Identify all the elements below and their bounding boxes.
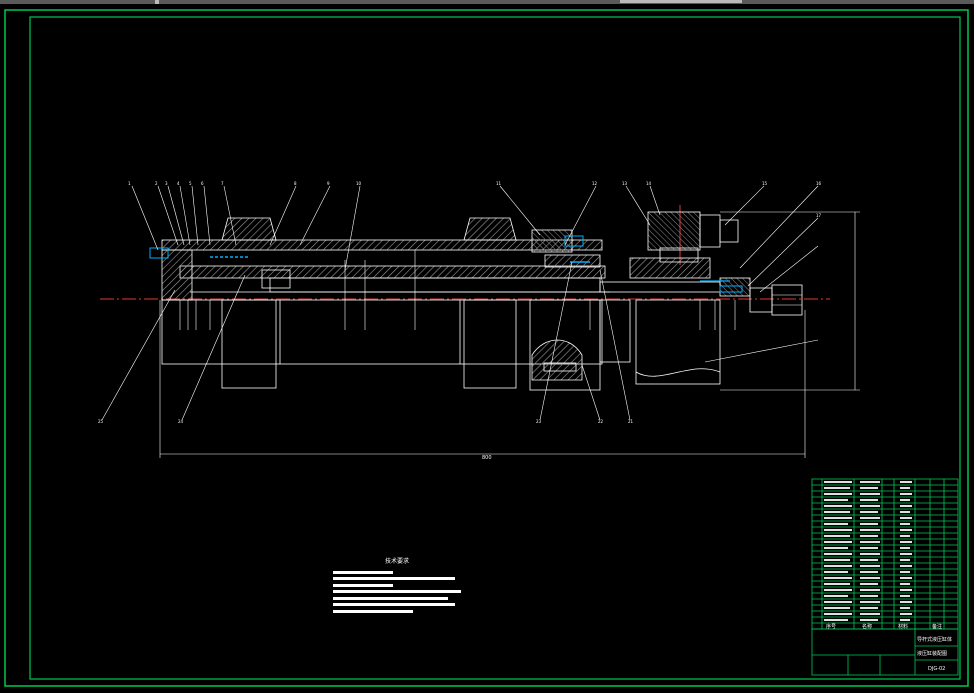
- inner-frame: [29, 16, 961, 680]
- callout-4: 4: [177, 181, 180, 186]
- toolbar-marker: [155, 0, 159, 4]
- technical-notes: [333, 571, 461, 613]
- dimension-lines: [159, 211, 860, 458]
- design-title: 导杆式液压缸体: [917, 636, 952, 643]
- callout-17: 17: [816, 213, 822, 218]
- outer-frame: [4, 9, 969, 687]
- callout-21: 21: [628, 419, 634, 424]
- callout-6: 6: [201, 181, 204, 186]
- bom-header-no: 序号: [826, 623, 836, 630]
- callout-16: 16: [816, 181, 822, 186]
- callout-25: 25: [98, 419, 104, 424]
- callout-24: 24: [178, 419, 184, 424]
- callout-8: 8: [294, 181, 297, 186]
- callout-9: 9: [327, 181, 330, 186]
- overall-length-dimension: 800: [482, 455, 492, 461]
- bom-header-row: 序号 名称 材料 备注: [826, 623, 942, 630]
- bom-header-remark: 备注: [932, 623, 942, 630]
- title-block: [811, 628, 959, 676]
- bom-cell-fills: [824, 481, 912, 621]
- technical-requirements-title: 技术要求: [385, 558, 410, 565]
- cylinder-section-upper: [149, 211, 803, 316]
- callout-5: 5: [189, 181, 192, 186]
- callout-23: 23: [536, 419, 542, 424]
- callout-14: 14: [646, 181, 652, 186]
- callout-1: 1: [128, 181, 131, 186]
- leader-lines: [101, 185, 819, 421]
- callout-15: 15: [762, 181, 768, 186]
- callout-22: 22: [598, 419, 604, 424]
- cylinder-view-lower: [161, 299, 721, 391]
- window-top-bar: [0, 0, 974, 4]
- callout-labels: 1 2 3 4 5 6 7 8 9 10 11 12 13 14 15 16 1…: [98, 181, 822, 424]
- callout-12: 12: [592, 181, 598, 186]
- bom-header-material: 材料: [898, 623, 908, 630]
- callout-10: 10: [356, 181, 362, 186]
- part-name: 液压缸装配图: [917, 650, 947, 657]
- toolbar-scroll-indicator: [620, 0, 742, 3]
- callout-3: 3: [165, 181, 168, 186]
- callout-7: 7: [221, 181, 224, 186]
- callout-11: 11: [496, 181, 502, 186]
- callout-13: 13: [622, 181, 628, 186]
- drawing-number: DJG-02: [928, 666, 945, 672]
- bom-table: [811, 478, 959, 630]
- bom-header-name: 名称: [862, 623, 872, 630]
- callout-2: 2: [155, 181, 158, 186]
